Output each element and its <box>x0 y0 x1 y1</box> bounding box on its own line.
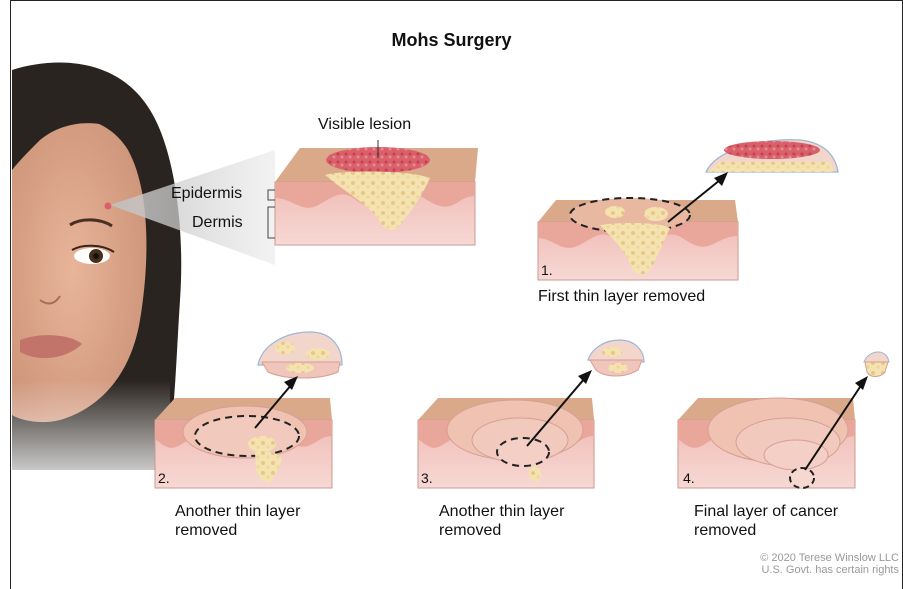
step-4-caption-line1: Final layer of cancer <box>694 502 838 521</box>
step-3-caption-line1: Another thin layer <box>439 502 564 521</box>
step-1-number: 1. <box>541 262 553 278</box>
step-1-caption: First thin layer removed <box>538 287 705 306</box>
step-3-illustration <box>418 340 644 488</box>
step-1-illustration <box>538 140 838 280</box>
step-2-number: 2. <box>158 470 170 486</box>
step-3-number: 3. <box>421 470 433 486</box>
visible-lesion-label: Visible lesion <box>318 116 411 134</box>
skin-cross-section-main <box>268 140 478 245</box>
step-4-number: 4. <box>683 470 695 486</box>
step-2-caption-line1: Another thin layer <box>175 502 300 521</box>
credit-line-2: U.S. Govt. has certain rights <box>760 564 899 576</box>
step-4-illustration <box>678 352 889 488</box>
step-2-illustration <box>155 332 342 488</box>
step-3-caption-line2: removed <box>439 521 501 540</box>
step-4-caption-line2: removed <box>694 521 756 540</box>
copyright-credit: © 2020 Terese Winslow LLC U.S. Govt. has… <box>760 552 899 576</box>
dermis-label: Dermis <box>192 214 243 232</box>
figure-title: Mohs Surgery <box>0 30 903 51</box>
credit-line-1: © 2020 Terese Winslow LLC <box>760 552 899 564</box>
step-2-caption-line2: removed <box>175 521 237 540</box>
epidermis-label: Epidermis <box>171 185 242 203</box>
